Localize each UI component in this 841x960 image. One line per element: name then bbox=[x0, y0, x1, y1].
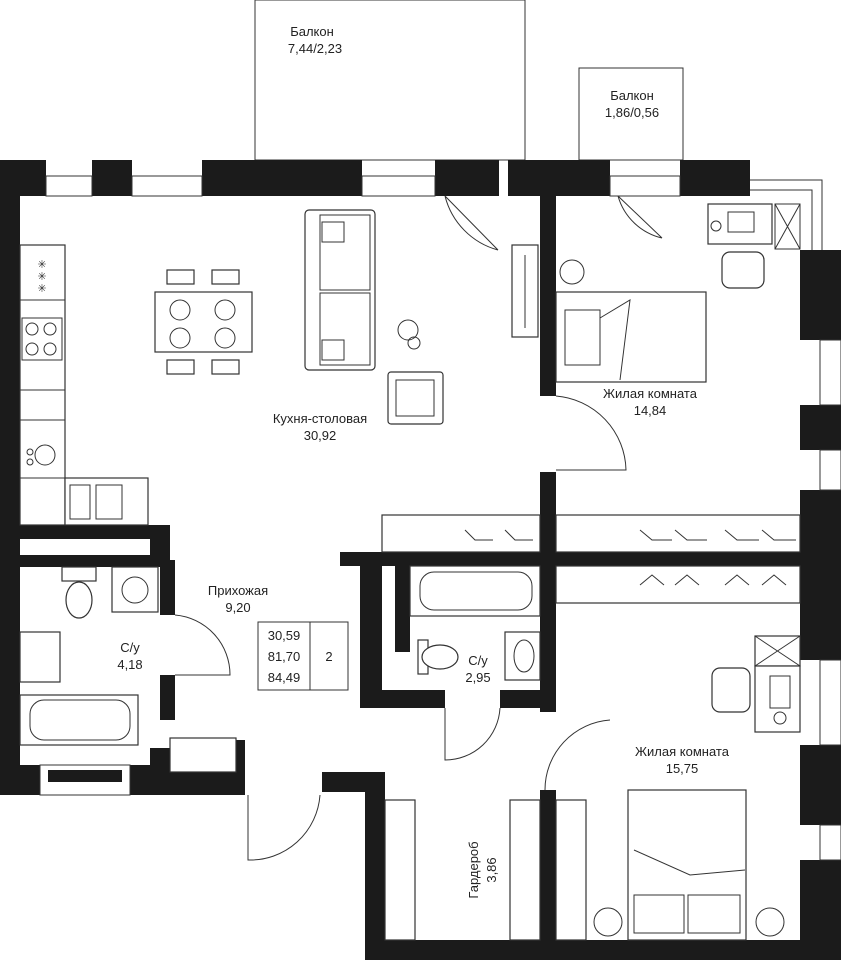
room-labels: Балкон 7,44/2,23 Балкон 1,86/0,56 Кухня-… bbox=[117, 24, 729, 899]
hall-area: 9,20 bbox=[225, 600, 250, 615]
coffee-table-icon bbox=[397, 319, 421, 350]
wardrobe-area: 3,86 bbox=[484, 857, 499, 882]
bath-2-area: 2,95 bbox=[465, 670, 490, 685]
bathtub-icon bbox=[19, 565, 541, 746]
balcony-1-name: Балкон bbox=[290, 24, 334, 39]
bedroom-2-area: 15,75 bbox=[666, 761, 699, 776]
walls bbox=[0, 160, 841, 960]
svg-text:✳: ✳ bbox=[37, 271, 46, 283]
wardrobe-name: Гардероб bbox=[466, 841, 481, 898]
kitchen-name: Кухня-столовая bbox=[273, 411, 367, 426]
desk-icon bbox=[707, 203, 801, 289]
windows bbox=[39, 175, 841, 861]
svg-text:✳: ✳ bbox=[37, 283, 46, 295]
hanger-icon bbox=[169, 514, 801, 941]
bedroom-1-name: Жилая комната bbox=[603, 386, 698, 401]
tv-icon bbox=[511, 244, 539, 338]
doors bbox=[174, 195, 663, 861]
bedroom-1-area: 14,84 bbox=[634, 403, 667, 418]
kitchen-area: 30,92 bbox=[304, 428, 337, 443]
bedroom-2-name: Жилая комната bbox=[635, 744, 730, 759]
balcony-2-name: Балкон bbox=[610, 88, 654, 103]
bed-icon-2 bbox=[593, 789, 785, 941]
bed-icon bbox=[555, 259, 707, 383]
bath-1-area: 4,18 bbox=[117, 657, 142, 672]
stove-icon: ✳ ✳ ✳ bbox=[21, 259, 63, 361]
bath-1-name: С/у bbox=[120, 640, 140, 655]
svg-text:✳: ✳ bbox=[37, 259, 46, 271]
sink-icon bbox=[26, 444, 123, 520]
balcony-2-area: 1,86/0,56 bbox=[605, 105, 659, 120]
toilet-icon bbox=[61, 566, 459, 675]
dining-table-icon bbox=[154, 269, 253, 375]
bath-2-name: С/у bbox=[468, 653, 488, 668]
sofa-icon bbox=[304, 209, 376, 371]
rooms-count-value: 2 bbox=[325, 649, 332, 664]
summary-box: 30,59 81,70 84,49 2 bbox=[257, 621, 349, 691]
living-area-value: 30,59 bbox=[268, 628, 301, 643]
total-with-balconies-value: 84,49 bbox=[268, 670, 301, 685]
armchair-icon bbox=[387, 371, 444, 425]
total-area-value: 81,70 bbox=[268, 649, 301, 664]
balcony-1-area: 7,44/2,23 bbox=[288, 41, 342, 56]
desk-icon-2 bbox=[711, 635, 801, 733]
washing-machine-icon bbox=[111, 566, 159, 613]
balcony-outline bbox=[254, 0, 684, 161]
hall-name: Прихожая bbox=[208, 583, 268, 598]
kitchen-counter bbox=[19, 244, 149, 526]
